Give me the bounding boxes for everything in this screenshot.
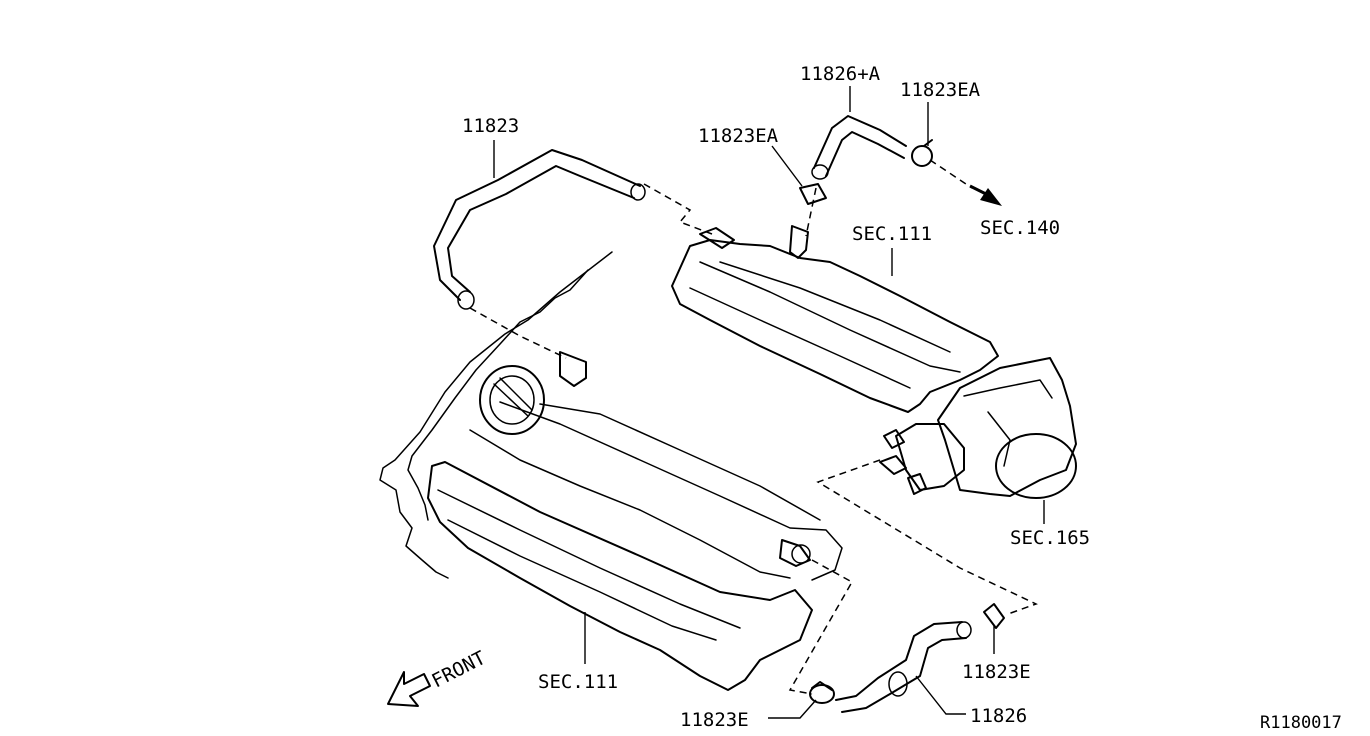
clamp-11823ea-left xyxy=(799,183,827,205)
label-sec-165: SEC.165 xyxy=(1010,527,1090,549)
front-arrow xyxy=(387,671,431,707)
hose-11823 xyxy=(433,149,646,310)
leader-lines xyxy=(493,86,1045,719)
arrow-to-sec-140 xyxy=(969,184,1002,206)
reference-code: R1180017 xyxy=(1260,713,1342,733)
hose-11826 xyxy=(835,621,972,713)
clamp-11823e-right xyxy=(983,603,1005,629)
clamp-11823e-bottom xyxy=(809,681,835,704)
lower-engine-block xyxy=(379,251,843,691)
label-sec-111-upper: SEC.111 xyxy=(852,223,932,245)
label-11823ea-left: 11823EA xyxy=(698,125,779,147)
label-11826-a: 11826+A xyxy=(800,63,881,85)
clamp-11823ea-right xyxy=(911,139,933,167)
label-11823: 11823 xyxy=(462,115,519,137)
label-11823ea-right: 11823EA xyxy=(900,79,981,101)
label-11823e-right: 11823E xyxy=(962,661,1031,683)
hose-11826-a xyxy=(811,115,907,180)
connection-lines xyxy=(469,159,1038,695)
upper-engine-block xyxy=(671,225,1077,499)
label-front: FRONT xyxy=(428,647,489,693)
label-11823e-bottom: 11823E xyxy=(680,709,749,731)
label-sec-140: SEC.140 xyxy=(980,217,1060,239)
label-sec-111-lower: SEC.111 xyxy=(538,671,618,693)
label-11826: 11826 xyxy=(970,705,1027,727)
